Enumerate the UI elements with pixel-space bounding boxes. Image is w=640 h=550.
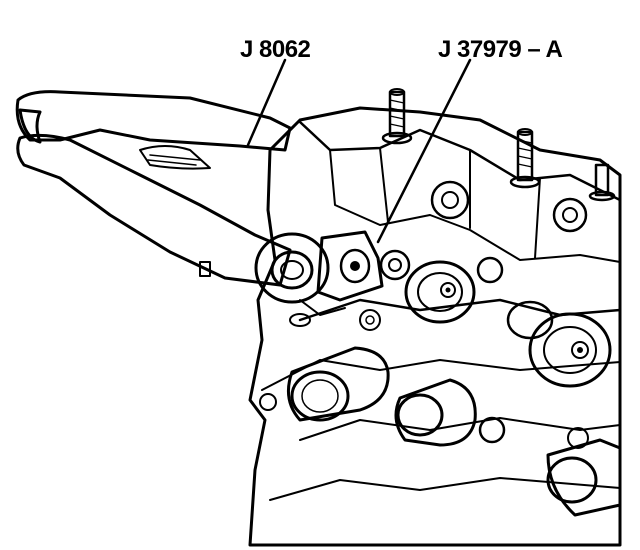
valve-lifter-bore-center	[404, 260, 476, 324]
roller-lifter-right	[546, 438, 622, 517]
valve-lifter-bore-lower	[506, 300, 554, 340]
valve-lifter-bore-right	[528, 312, 612, 388]
roller-lifter-center	[394, 378, 477, 447]
roller-lifter-left	[286, 346, 390, 422]
callout-leaders	[246, 58, 472, 244]
callout-label-j37979a: J 37979 – A	[438, 36, 563, 63]
cylinder-head-stud-left	[381, 88, 413, 145]
cylinder-head-stud-right	[509, 128, 541, 189]
valve-spring-adapter-tool	[289, 230, 384, 327]
cylinder-head-stud-far-right	[588, 163, 616, 202]
callout-label-j8062: J 8062	[240, 36, 311, 63]
valve-spring-compressor-tool	[15, 90, 330, 304]
head-bolt-bosses	[259, 180, 589, 449]
